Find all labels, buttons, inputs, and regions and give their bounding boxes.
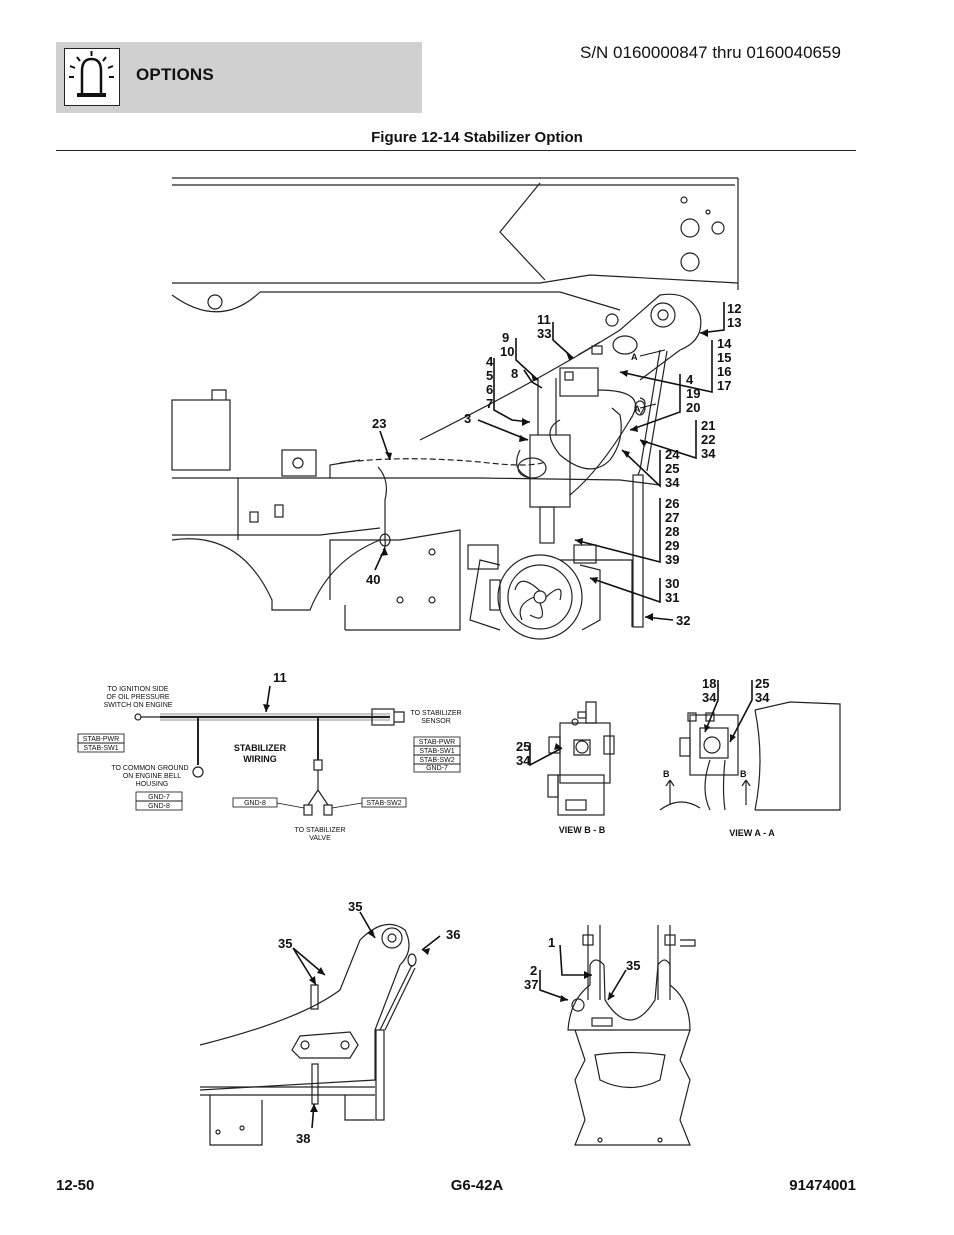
lower-left-callout-35-top: 35 [348,899,362,914]
wiring-callout-11: 11 [273,670,287,685]
tag-valve-gnd8: GND-8 [244,800,266,807]
tag-ground-gnd8: GND-8 [148,803,170,810]
page-number: 12-50 [56,1177,95,1194]
tag-right-gnd7: GND-7 [426,765,448,772]
section-marker-b-left: B [663,769,670,779]
callout-23: 23 [372,416,386,431]
section-marker-a-top: A [631,352,638,362]
lower-right-callout-35: 35 [626,958,640,973]
callout-40: 40 [366,572,380,587]
lower-left-callout-38: 38 [296,1131,310,1146]
serial-range: S/N 0160000847 thru 0160040659 [580,43,841,62]
lower-left-callout-36: 36 [446,927,460,942]
section-marker-b-right: B [740,769,747,779]
tag-right-stab-sw2: STAB-SW2 [419,757,454,764]
warning-light-icon [64,48,120,106]
section-title: OPTIONS [136,65,214,84]
tag-right-stab-pwr: STAB-PWR [419,739,455,746]
tag-right-stab-sw1: STAB-SW1 [419,748,454,755]
view-bb-label: VIEW B - B [559,825,606,835]
tag-left-stab-pwr: STAB-PWR [83,736,119,743]
tag-valve-stab-sw2: STAB-SW2 [366,800,401,807]
tag-ground-gnd7: GND-7 [148,794,170,801]
document-number: 91474001 [789,1177,856,1194]
callout-32: 32 [676,613,690,628]
section-marker-a-bottom: A [634,404,641,414]
lower-right-callout-1: 1 [548,935,555,950]
figure-title: Figure 12-14 Stabilizer Option [371,129,583,146]
section-header: OPTIONS [56,42,422,113]
callout-8: 8 [511,366,518,381]
tag-left-stab-sw1: STAB-SW1 [83,745,118,752]
lower-left-callout-35-left: 35 [278,936,292,951]
model-number: G6-42A [450,1177,504,1194]
callout-3: 3 [464,411,471,426]
view-aa-label: VIEW A - A [729,828,775,838]
header-divider [56,150,856,151]
